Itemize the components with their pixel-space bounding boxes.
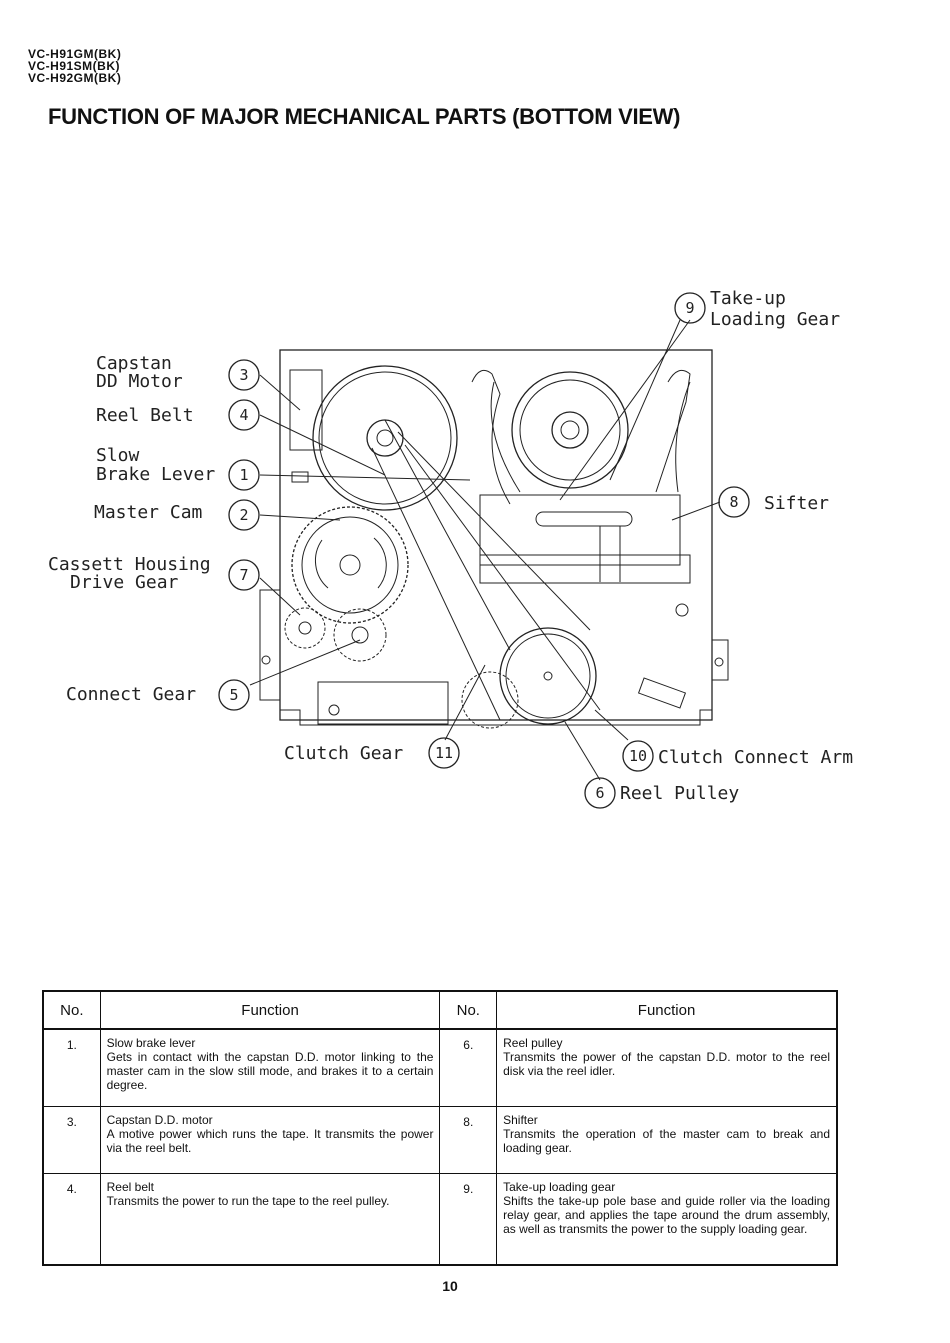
function-cell: Take-up loading gear Shifts the take-up …	[496, 1173, 838, 1266]
callout-slow-brake-lever: 1 Slow Brake Lever	[96, 445, 260, 491]
part-number: 1.	[42, 1028, 101, 1107]
callout-label: Master Cam	[94, 502, 202, 523]
callout-label: Connect Gear	[66, 684, 196, 705]
page-title: FUNCTION OF MAJOR MECHANICAL PARTS (BOTT…	[48, 104, 681, 129]
callout-label: DD Motor	[96, 371, 183, 392]
column-header-no: No.	[439, 990, 498, 1030]
callout-number: 9	[685, 299, 694, 317]
model-list: VC-H91GM(BK) VC-H91SM(BK) VC-H92GM(BK)	[28, 48, 121, 84]
callout-number: 2	[239, 506, 248, 524]
part-name: Slow brake lever	[106, 1036, 196, 1050]
callout-label: Capstan	[96, 353, 172, 374]
callout-label: Sifter	[764, 493, 829, 514]
part-number: 6.	[439, 1028, 498, 1107]
part-description: Transmits the operation of the master ca…	[503, 1127, 830, 1155]
callout-label: Take-up	[710, 288, 786, 309]
chassis-drawing	[259, 349, 729, 729]
callout-label: Drive Gear	[70, 572, 179, 593]
callout-label: Loading Gear	[710, 309, 840, 330]
column-header-no: No.	[42, 990, 101, 1030]
callout-capstan-dd-motor: 3 Capstan DD Motor	[96, 353, 260, 392]
callout-label: Brake Lever	[96, 464, 215, 485]
model-name: VC-H91GM(BK)	[28, 47, 122, 61]
part-number: 4.	[42, 1173, 101, 1266]
function-cell: Reel pulley Transmits the power of the c…	[496, 1028, 838, 1107]
callout-label: Reel Belt	[96, 405, 194, 426]
callout-label: Clutch Gear	[284, 743, 403, 764]
callout-clutch-connect-arm: 10 Clutch Connect Arm	[622, 740, 853, 772]
callout-connect-gear: 5 Connect Gear	[66, 679, 250, 711]
page-number: 10	[442, 1278, 458, 1294]
part-number: 3.	[42, 1106, 101, 1174]
part-name: Take-up loading gear	[503, 1180, 616, 1194]
part-description: Transmits the power to run the tape to t…	[106, 1194, 390, 1208]
callout-sifter: 8 Sifter	[718, 486, 829, 518]
callout-clutch-gear: 11 Clutch Gear	[284, 737, 460, 769]
function-cell: Slow brake lever Gets in contact with th…	[99, 1028, 441, 1107]
callout-number: 1	[239, 466, 248, 484]
function-cell: Shifter Transmits the operation of the m…	[496, 1106, 838, 1174]
callout-take-up-loading-gear: 9 Take-up Loading Gear	[674, 288, 840, 330]
callout-label: Reel Pulley	[620, 783, 739, 804]
function-table: No. Function No. Function 1. Slow brake …	[42, 990, 838, 1266]
callout-label: Cassett Housing	[48, 554, 211, 575]
part-description: A motive power which runs the tape. It t…	[106, 1127, 434, 1155]
callout-label: Slow	[96, 445, 140, 466]
callout-reel-belt: 4 Reel Belt	[96, 399, 260, 431]
column-header-function: Function	[496, 990, 838, 1030]
function-cell: Capstan D.D. motor A motive power which …	[99, 1106, 441, 1174]
function-cell: Reel belt Transmits the power to run the…	[99, 1173, 441, 1266]
callout-label: Clutch Connect Arm	[658, 747, 853, 768]
callout-number: 7	[239, 566, 248, 584]
table-row: 3. Capstan D.D. motor A motive power whi…	[42, 1106, 838, 1174]
callout-cassette-housing-drive-gear: 7 Cassett Housing Drive Gear	[48, 554, 260, 593]
model-name: VC-H91SM(BK)	[28, 59, 121, 73]
callout-number: 4	[239, 406, 248, 424]
callout-number: 6	[595, 784, 604, 802]
part-name: Reel belt	[106, 1180, 155, 1194]
part-number: 8.	[439, 1106, 498, 1174]
callout-master-cam: 2 Master Cam	[94, 499, 260, 531]
callout-number: 5	[229, 686, 238, 704]
part-name: Capstan D.D. motor	[106, 1113, 213, 1127]
table-row: 4. Reel belt Transmits the power to run …	[42, 1173, 838, 1266]
table-header-row: No. Function No. Function	[42, 990, 838, 1030]
part-description: Gets in contact with the capstan D.D. mo…	[106, 1050, 434, 1092]
callout-number: 8	[729, 493, 738, 511]
callout-number: 11	[435, 744, 453, 762]
part-description: Transmits the power of the capstan D.D. …	[503, 1050, 830, 1078]
part-name: Shifter	[503, 1113, 538, 1127]
leader-lines	[249, 319, 721, 781]
part-name: Reel pulley	[503, 1036, 563, 1050]
table-row: 1. Slow brake lever Gets in contact with…	[42, 1028, 838, 1107]
model-name: VC-H92GM(BK)	[28, 71, 122, 85]
column-header-function: Function	[99, 990, 441, 1030]
part-number: 9.	[439, 1173, 498, 1266]
callout-number: 3	[239, 366, 248, 384]
callout-number: 10	[629, 747, 647, 765]
callout-reel-pulley: 6 Reel Pulley	[584, 777, 739, 809]
part-description: Shifts the take-up pole base and guide r…	[503, 1194, 830, 1236]
mechanism-diagram: 9 Take-up Loading Gear 3 Capstan DD Moto…	[48, 288, 853, 809]
